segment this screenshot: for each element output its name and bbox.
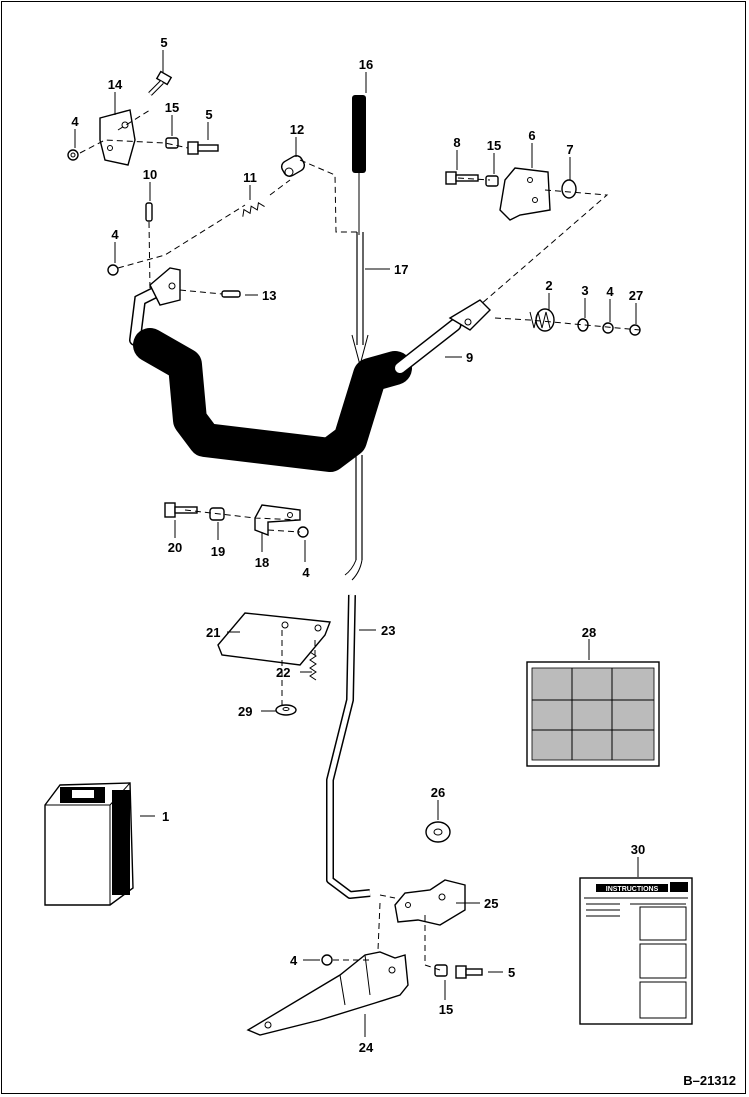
control-rod [344, 95, 369, 581]
clevis-12 [280, 155, 306, 177]
instructions-heading: INSTRUCTIONS [606, 886, 659, 893]
callout-22: 22 [276, 665, 290, 680]
spring-22 [309, 651, 317, 681]
callout-4-left: 4 [111, 227, 119, 242]
bolt-5-bottom [455, 965, 483, 979]
instructions-card-30: INSTRUCTIONS [579, 877, 693, 1025]
callout-4-mid: 4 [302, 565, 310, 580]
callout-labels: 5 14 15 5 4 10 11 12 4 13 16 17 8 15 6 7… [71, 35, 645, 1055]
callout-19: 19 [211, 544, 225, 559]
spring-11 [242, 201, 265, 217]
drawing-number: B–21312 [683, 1073, 736, 1088]
callout-3: 3 [581, 283, 588, 298]
callout-16: 16 [359, 57, 373, 72]
linkage-rod [326, 594, 371, 899]
callout-13: 13 [262, 288, 276, 303]
callout-5-mid: 5 [205, 107, 212, 122]
washer-7 [561, 179, 577, 199]
bracket-25 [394, 879, 466, 926]
bolt-20 [164, 502, 198, 518]
callout-24: 24 [359, 1040, 374, 1055]
callout-9: 9 [466, 350, 473, 365]
pedal-bracket-24 [246, 951, 409, 1036]
callout-5-bottom: 5 [508, 965, 515, 980]
callout-4-right: 4 [606, 284, 614, 299]
nut-4b [107, 264, 119, 276]
callout-23: 23 [381, 623, 395, 638]
callout-11: 11 [243, 170, 257, 185]
spacer-15c [434, 964, 448, 977]
spacer-15a [165, 137, 179, 149]
assembly-lines [79, 109, 641, 971]
lift-arm-bar [129, 284, 491, 472]
box-1 [44, 782, 134, 906]
decal-28 [526, 661, 660, 767]
spacer-15b [485, 175, 499, 187]
callout-20: 20 [168, 540, 182, 555]
callout-15-bottom: 15 [439, 1002, 453, 1017]
callout-27: 27 [629, 288, 643, 303]
spring-2 [529, 308, 555, 332]
bolt-5-mid [187, 141, 219, 155]
bracket-6 [499, 167, 551, 221]
callout-28: 28 [582, 625, 596, 640]
callout-25: 25 [484, 896, 498, 911]
callout-7: 7 [566, 142, 573, 157]
callout-29: 29 [238, 704, 252, 719]
callout-10: 10 [143, 167, 157, 182]
pin-13 [221, 290, 241, 298]
nut-4e [321, 954, 333, 966]
callout-6: 6 [528, 128, 535, 143]
callout-14: 14 [108, 77, 123, 92]
callout-5-top: 5 [160, 35, 167, 50]
callout-2: 2 [545, 278, 552, 293]
bolt-8 [445, 171, 479, 185]
handle-grip [352, 95, 366, 173]
nut-26 [425, 821, 451, 843]
callout-4-top: 4 [71, 114, 79, 129]
bar-left-bracket [149, 267, 181, 306]
bracket-18 [254, 504, 301, 537]
pin-10 [145, 202, 153, 222]
leader-lines [74, 50, 639, 1037]
callout-15-right: 15 [487, 138, 501, 153]
bolt-5-top [148, 70, 173, 96]
nut-4a [67, 149, 79, 161]
nut-4c [602, 322, 614, 334]
callout-4-bottom: 4 [290, 953, 298, 968]
callout-30: 30 [631, 842, 645, 857]
callout-8: 8 [453, 135, 460, 150]
callout-26: 26 [431, 785, 445, 800]
callout-15-top: 15 [165, 100, 179, 115]
callout-18: 18 [255, 555, 269, 570]
callout-17: 17 [394, 262, 408, 277]
callout-1: 1 [162, 809, 169, 824]
callout-21: 21 [206, 625, 220, 640]
bracket-14 [99, 109, 136, 166]
plate-21 [217, 612, 331, 666]
callout-12: 12 [290, 122, 304, 137]
